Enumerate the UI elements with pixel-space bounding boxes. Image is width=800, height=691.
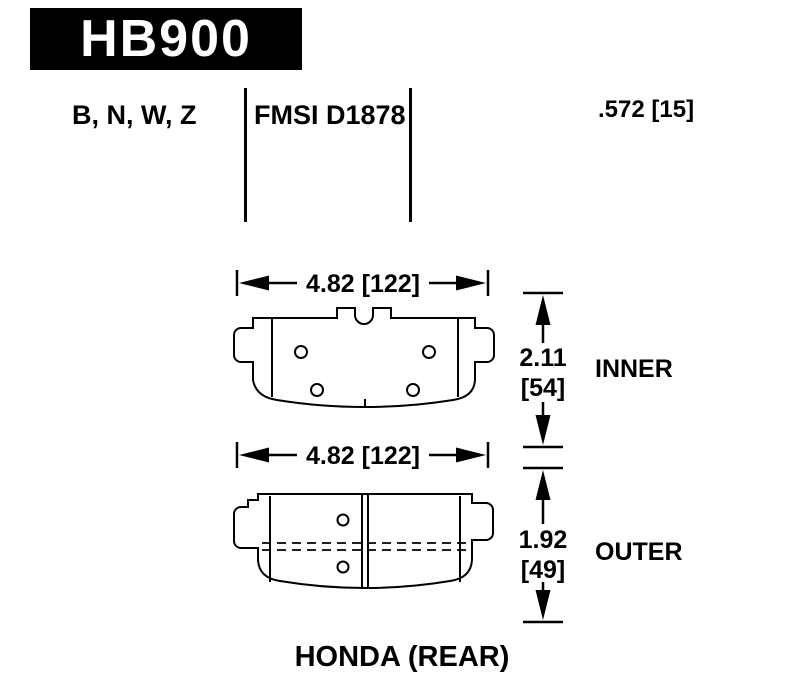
technical-drawing: 4.82 [122] 2.11 [54] INNER (233, 270, 683, 673)
inner-height-mm: [54] (521, 374, 565, 402)
inner-height-inches: 2.11 (519, 344, 566, 372)
outer-pad-drawing (233, 493, 494, 590)
inner-label: INNER (595, 355, 673, 383)
outer-width-dimension (235, 442, 490, 468)
mounting-hole (406, 383, 420, 397)
mounting-hole (294, 345, 308, 359)
mounting-hole (422, 345, 436, 359)
application-label: HONDA (REAR) (295, 641, 510, 673)
outer-width-label: 4.82 [122] (306, 442, 420, 470)
inner-width-dimension (235, 270, 490, 296)
mounting-hole (336, 560, 350, 574)
inner-pad-outline (233, 307, 495, 409)
pad-thickness-label: .572 [15] (598, 96, 695, 123)
arrowhead-up (535, 295, 551, 325)
divider-line (244, 88, 247, 222)
fmsi-code-label: FMSI D1878 (254, 100, 406, 130)
inner-pad-drawing (233, 307, 495, 409)
divider-line (409, 88, 412, 222)
inner-height-dimension (523, 291, 563, 449)
mounting-hole (310, 383, 324, 397)
arrowhead-left (239, 275, 269, 291)
inner-width-label: 4.82 [122] (306, 270, 420, 298)
arrowhead-right (456, 275, 486, 291)
outer-height-mm: [49] (521, 556, 565, 584)
outer-label: OUTER (595, 538, 683, 566)
arrowhead-down (535, 415, 551, 445)
arrowhead-down (535, 590, 551, 620)
arrowhead-left (239, 447, 269, 463)
part-number-box: HB900 (30, 8, 302, 70)
outer-pad-outline (233, 493, 494, 590)
outer-height-inches: 1.92 (519, 526, 568, 554)
mounting-hole (336, 513, 350, 527)
arrowhead-up (535, 470, 551, 500)
arrowhead-right (456, 447, 486, 463)
outer-height-dimension (523, 466, 563, 624)
part-number-label: HB900 (80, 10, 252, 68)
compound-codes-label: B, N, W, Z (72, 100, 197, 130)
